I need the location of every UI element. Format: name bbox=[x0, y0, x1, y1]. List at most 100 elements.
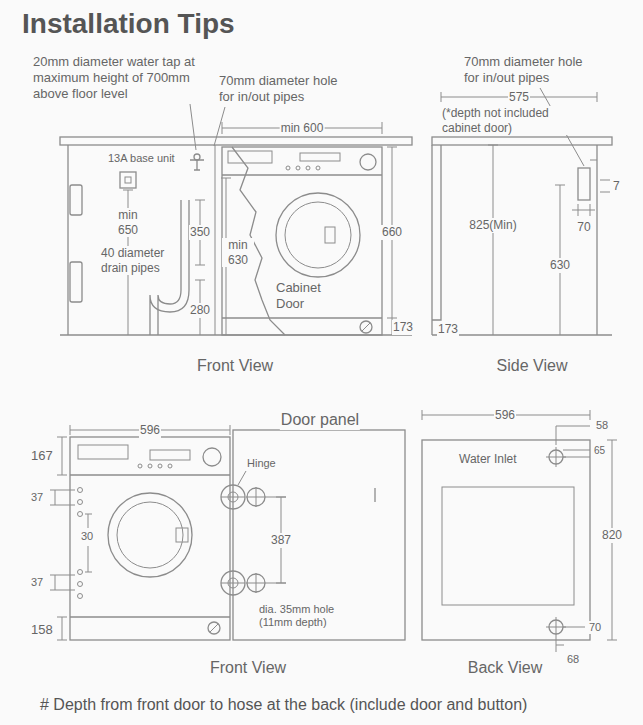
washing-machine-front bbox=[208, 622, 220, 634]
hinge-symbol bbox=[221, 497, 245, 498]
washing-machine bbox=[362, 323, 370, 331]
water-tap-symbol bbox=[190, 104, 196, 150]
washing-machine-front bbox=[210, 624, 218, 632]
washing-machine bbox=[222, 147, 382, 335]
dimension-label: Hinge bbox=[246, 457, 277, 470]
hinge-hole bbox=[246, 487, 266, 507]
washing-machine bbox=[285, 202, 351, 268]
door-panel bbox=[374, 488, 375, 502]
washing-machine-front bbox=[138, 464, 142, 468]
dimension-lines bbox=[70, 425, 71, 435]
washing-machine-front bbox=[70, 616, 230, 617]
dimension-lines bbox=[57, 437, 67, 438]
door-panel bbox=[233, 430, 405, 640]
dimension-label: 37 bbox=[30, 576, 44, 589]
dimension-label: Cabinet Door bbox=[275, 280, 333, 312]
hinge-symbol bbox=[221, 471, 246, 595]
washing-machine-front bbox=[70, 437, 230, 640]
washing-machine-back bbox=[422, 440, 590, 640]
dimension-label: 660 bbox=[381, 225, 403, 240]
view-heading: Front View bbox=[196, 356, 274, 376]
dimension-label: 173 bbox=[437, 322, 459, 337]
washing-machine-front bbox=[78, 445, 128, 459]
dimension-lines bbox=[563, 627, 585, 628]
dimension-lines bbox=[387, 147, 397, 148]
dimension-lines bbox=[555, 185, 565, 186]
view-heading: Side View bbox=[496, 356, 569, 376]
side-cabinet bbox=[590, 160, 597, 161]
cabinet-outline bbox=[67, 145, 68, 335]
dimension-label: 387 bbox=[270, 533, 292, 548]
water-tap-symbol bbox=[194, 154, 200, 160]
dimension-lines bbox=[422, 410, 617, 652]
dimension-label: dia. 35mm hole (11mm depth) bbox=[258, 603, 356, 630]
washing-machine bbox=[300, 153, 340, 161]
dimension-lines bbox=[382, 122, 383, 134]
dimension-label: 350 bbox=[189, 225, 211, 240]
water-tap-symbol bbox=[190, 104, 204, 170]
side-cabinet bbox=[578, 168, 590, 200]
washing-machine-front bbox=[78, 582, 83, 587]
dimension-label: 70 bbox=[576, 220, 591, 235]
dimension-lines bbox=[600, 192, 610, 193]
washing-machine bbox=[306, 166, 310, 170]
washing-machine-front bbox=[176, 528, 188, 542]
dimension-lines bbox=[607, 640, 617, 641]
washing-machine-front bbox=[78, 570, 83, 575]
dimension-lines bbox=[195, 200, 205, 201]
hinge-symbol bbox=[221, 571, 245, 595]
socket-symbol bbox=[120, 172, 136, 188]
dimension-lines bbox=[195, 280, 205, 281]
dimension-label: 630 bbox=[549, 258, 571, 273]
dimension-lines bbox=[563, 450, 590, 457]
dimension-label: 70 bbox=[588, 621, 602, 634]
dimension-label: 30 bbox=[80, 530, 94, 543]
washing-machine-front bbox=[158, 464, 162, 468]
hinge-hole bbox=[246, 573, 266, 593]
dimension-lines bbox=[600, 180, 610, 181]
cabinet-outline bbox=[215, 145, 216, 335]
dimension-lines bbox=[57, 475, 67, 476]
washing-machine-back bbox=[442, 487, 574, 605]
dimension-label: 68 bbox=[566, 653, 580, 666]
view-heading: Back View bbox=[467, 658, 543, 678]
washing-machine-front bbox=[78, 594, 83, 599]
dimension-label: (*depth not included cabinet door) bbox=[441, 106, 573, 135]
dimension-lines bbox=[50, 425, 230, 640]
washing-machine-front bbox=[148, 464, 152, 468]
hinge-symbol bbox=[221, 583, 245, 584]
washing-machine-back bbox=[422, 440, 590, 640]
dimension-label: 70mm diameter hole for in/out pipes bbox=[218, 73, 350, 105]
dimension-label: 575 bbox=[508, 90, 530, 105]
washing-machine-front bbox=[168, 464, 172, 468]
washing-machine-front bbox=[70, 474, 230, 475]
dimension-lines bbox=[50, 575, 75, 590]
dimension-lines bbox=[123, 107, 397, 335]
washing-machine-front bbox=[78, 500, 83, 505]
cabinet-outline bbox=[70, 262, 82, 302]
hinge-hole bbox=[247, 488, 265, 506]
dimension-lines bbox=[422, 410, 423, 420]
dimension-label: 37 bbox=[30, 491, 44, 504]
dimension-lines bbox=[556, 426, 590, 445]
side-cabinet bbox=[432, 137, 612, 145]
dimension-lines bbox=[214, 107, 225, 146]
side-cabinet bbox=[432, 137, 612, 335]
washing-machine bbox=[360, 154, 376, 170]
dimension-lines bbox=[57, 617, 67, 618]
dimension-lines bbox=[195, 265, 205, 266]
footnote-caption: # Depth from front door to hose at the b… bbox=[40, 696, 527, 714]
side-cabinet bbox=[432, 145, 441, 335]
hinge-symbol bbox=[221, 485, 245, 509]
washing-machine bbox=[222, 317, 382, 318]
washing-machine-front bbox=[108, 493, 192, 577]
washing-machine-front bbox=[70, 437, 230, 640]
socket-symbol bbox=[125, 177, 131, 183]
water-tap-symbol bbox=[190, 160, 204, 170]
dimension-label: min 650 bbox=[112, 208, 144, 237]
dimension-label: min 600 bbox=[280, 121, 325, 136]
washing-machine-front bbox=[78, 488, 83, 493]
dimension-lines bbox=[597, 92, 598, 102]
dimension-lines bbox=[123, 190, 133, 191]
view-heading: Front View bbox=[209, 658, 287, 678]
